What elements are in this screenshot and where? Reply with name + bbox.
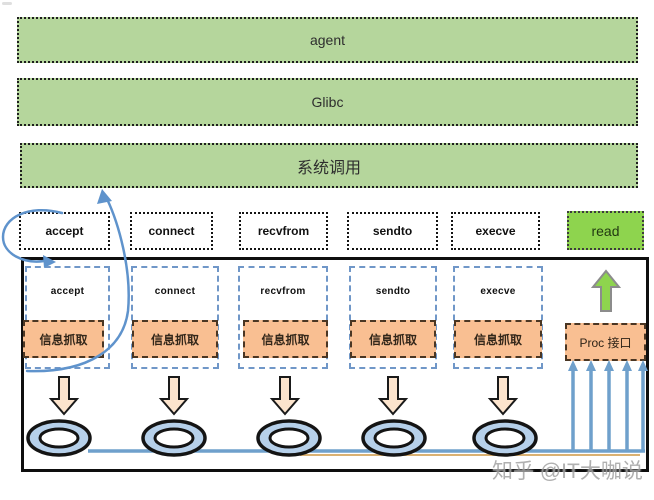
syscall-box-accept: accept [19,212,110,250]
capture-box-sendto: 信息抓取 [350,320,436,358]
hook-column-label: accept [50,286,85,297]
layer-glibc: Glibc [17,78,638,126]
proc-interface-box: Proc 接口 [565,323,646,361]
capture-box-accept: 信息抓取 [23,320,104,358]
hook-column-label: sendto [375,286,411,297]
hook-column-label: execve [480,286,516,297]
watermark: 知乎 @IT大咖说 [492,460,643,483]
hook-column-label: connect [154,286,196,297]
layer-agent: agent [17,17,638,63]
syscall-box-execve: execve [451,212,540,250]
layer-syscall: 系统调用 [20,143,638,188]
syscall-box-recvfrom: recvfrom [239,212,328,250]
capture-box-connect: 信息抓取 [132,320,218,358]
kernel-container [21,257,649,472]
capture-box-execve: 信息抓取 [454,320,542,358]
hook-column-label: recvfrom [260,286,306,297]
curved-arrowhead-icon-2 [97,189,112,204]
capture-box-recvfrom: 信息抓取 [243,320,328,358]
corner-artifact [2,2,12,5]
read-box: read [567,211,644,250]
syscall-box-connect: connect [130,212,213,250]
syscall-box-sendto: sendto [347,212,438,250]
